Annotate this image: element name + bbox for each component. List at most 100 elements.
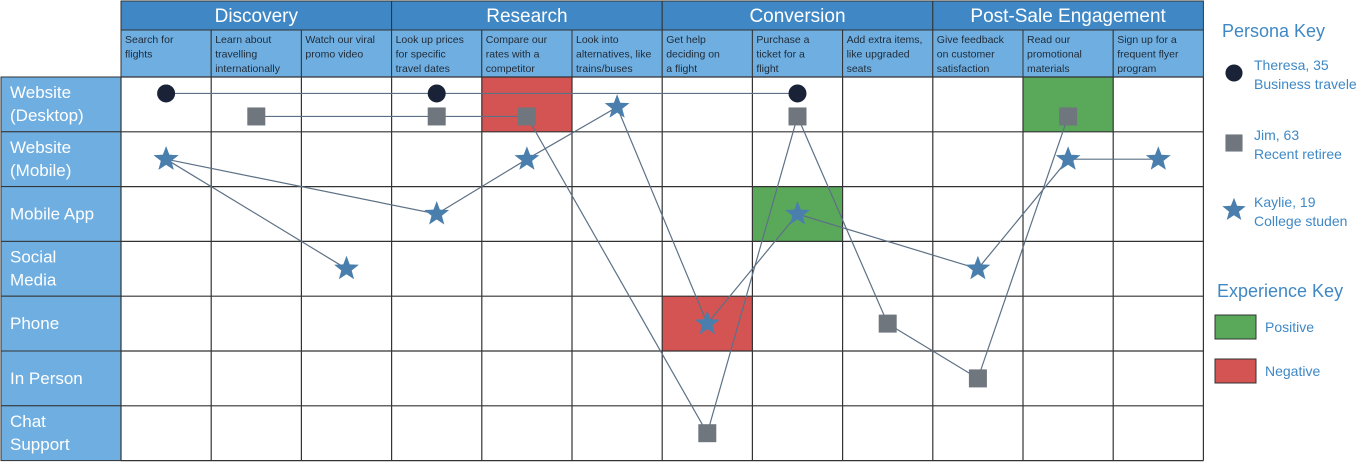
persona-key-title: Persona Key bbox=[1222, 21, 1325, 41]
step-label-line: frequent flyer bbox=[1117, 49, 1179, 61]
step-label-line: Look into bbox=[576, 34, 619, 46]
channel-label-line: In Person bbox=[10, 369, 83, 388]
step-label-line: Look up prices bbox=[396, 34, 464, 46]
step-label-line: Add extra items, bbox=[847, 34, 923, 46]
step-label-line: rates with a bbox=[486, 49, 540, 61]
kaylie-marker bbox=[1055, 146, 1081, 170]
step-label-line: Get help bbox=[666, 34, 706, 46]
kaylie-marker bbox=[334, 255, 359, 280]
step-label: Read our promotional materials bbox=[1027, 34, 1082, 75]
step-label-line: for specific bbox=[396, 49, 446, 61]
step-label-line: ticket for a bbox=[756, 49, 805, 61]
jim-key-desc: Recent retiree bbox=[1254, 146, 1342, 162]
kaylie-marker bbox=[153, 146, 179, 170]
kaylie-marker bbox=[1145, 146, 1171, 170]
jim-journey-line bbox=[256, 114, 1069, 435]
channel-label-line: Website bbox=[10, 138, 71, 157]
jim-marker bbox=[788, 107, 807, 126]
theresa-key-desc: Business travele bbox=[1254, 76, 1357, 92]
channel-label-line: Mobile App bbox=[10, 205, 94, 224]
theresa-marker bbox=[427, 84, 446, 103]
channel-cell bbox=[0, 76, 122, 133]
jim-marker bbox=[878, 314, 897, 333]
step-label-line: like upgraded bbox=[847, 49, 910, 61]
theresa-marker bbox=[157, 84, 176, 103]
step-label-line: program bbox=[1117, 63, 1156, 75]
theresa-key-marker bbox=[1225, 64, 1243, 82]
channel-label: Phone bbox=[10, 314, 59, 333]
jim-marker bbox=[1059, 107, 1078, 126]
step-cell bbox=[1112, 29, 1204, 78]
kaylie-key-name: Kaylie, 19 bbox=[1254, 194, 1316, 210]
jim-marker bbox=[427, 107, 446, 126]
channel-cell bbox=[0, 295, 122, 352]
kaylie-marker bbox=[785, 201, 810, 225]
kaylie-marker bbox=[965, 255, 991, 280]
step-label-line: Purchase a bbox=[756, 34, 809, 46]
channel-label: Website(Desktop) bbox=[10, 83, 84, 125]
step-label-line: seats bbox=[847, 63, 872, 75]
kaylie-key-marker bbox=[1222, 197, 1246, 220]
kaylie-marker bbox=[424, 201, 450, 225]
channel-cell bbox=[0, 186, 122, 242]
theresa-key-name: Theresa, 35 bbox=[1254, 57, 1329, 73]
journey-markers bbox=[153, 84, 1171, 443]
positive-label: Positive bbox=[1265, 319, 1314, 335]
step-label: Search for flights bbox=[125, 34, 174, 61]
step-label-line: flights bbox=[125, 49, 152, 61]
channel-cell bbox=[0, 240, 122, 297]
step-label-line: travel dates bbox=[396, 63, 450, 75]
phase-band bbox=[932, 0, 1204, 31]
step-label-line: Give feedback bbox=[937, 34, 1005, 46]
phase-title: Research bbox=[486, 6, 567, 27]
step-label-line: on customer bbox=[937, 49, 995, 61]
jim-key-name: Jim, 63 bbox=[1254, 127, 1299, 143]
step-cell bbox=[842, 29, 934, 78]
phase-band bbox=[120, 0, 393, 31]
step-label-line: promotional bbox=[1027, 49, 1082, 61]
channel-cell bbox=[0, 405, 122, 462]
step-cell bbox=[210, 29, 302, 78]
phase-band bbox=[661, 0, 934, 31]
step-cell bbox=[391, 29, 483, 78]
jim-marker bbox=[698, 424, 717, 443]
channel-label-line: Social bbox=[10, 247, 56, 266]
channel-label-line: Support bbox=[10, 435, 70, 454]
phase-band bbox=[391, 0, 663, 31]
jim-key-marker bbox=[1225, 134, 1243, 152]
channel-label: Mobile App bbox=[10, 205, 94, 224]
jim-marker bbox=[968, 369, 987, 388]
step-label-line: Search for bbox=[125, 34, 174, 46]
step-label-line: promo video bbox=[305, 49, 363, 61]
negative-swatch bbox=[1214, 358, 1257, 384]
step-label-line: Read our bbox=[1027, 34, 1071, 46]
theresa-marker bbox=[788, 84, 807, 103]
phase-title: Discovery bbox=[215, 6, 299, 27]
jim-marker bbox=[247, 107, 266, 126]
step-label-line: a flight bbox=[666, 63, 697, 75]
phase-title: Conversion bbox=[749, 6, 845, 27]
step-label-line: Sign up for a bbox=[1117, 34, 1177, 46]
step-label-line: materials bbox=[1027, 63, 1070, 75]
channel-cell bbox=[0, 350, 122, 407]
step-label: Sign up for a frequent flyer program bbox=[1117, 34, 1179, 75]
kaylie-key-desc: College studen bbox=[1254, 213, 1347, 229]
channel-label-line: Media bbox=[10, 270, 57, 289]
step-label-line: internationally bbox=[215, 63, 281, 75]
step-cell bbox=[661, 29, 753, 78]
kaylie-marker bbox=[514, 146, 540, 170]
step-label-line: Compare our bbox=[486, 34, 548, 46]
channel-label-line: (Mobile) bbox=[10, 161, 71, 180]
channel-column: Website(Desktop) Website (Mobile) Mobile Ap… bbox=[0, 76, 122, 462]
